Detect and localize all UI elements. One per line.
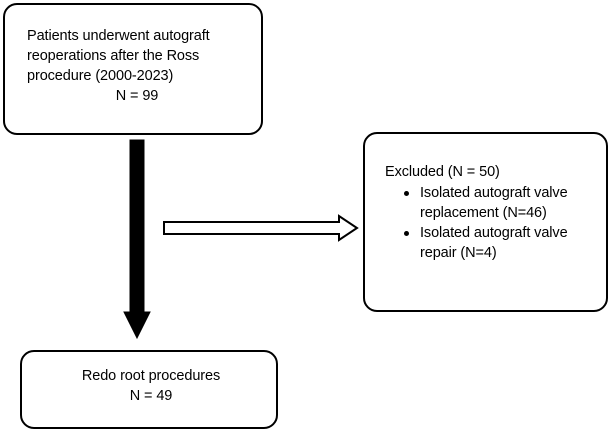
arrow-enrolled-to-redo bbox=[123, 139, 151, 340]
node-excluded-title: Excluded (N = 50) bbox=[385, 164, 500, 180]
arrow-down-shape bbox=[123, 139, 151, 340]
list-item-label: Isolated autograft valve replacement (N=… bbox=[420, 185, 568, 221]
node-enrolled-patients: Patients underwent autograft reoperation… bbox=[3, 3, 263, 135]
node-enrolled-count: N = 99 bbox=[115, 88, 159, 104]
list-item: Isolated autograft valve replacement (N=… bbox=[403, 183, 599, 223]
node-redo-root-procedures: Redo root procedures N = 49 bbox=[20, 350, 278, 429]
list-item: Isolated autograft valve repair (N=4) bbox=[403, 223, 599, 263]
node-excluded: Excluded (N = 50) Isolated autograft val… bbox=[363, 132, 608, 312]
node-redo-count: N = 49 bbox=[129, 388, 173, 404]
arrow-right-shape bbox=[163, 214, 359, 242]
node-enrolled-description: Patients underwent autograft reoperation… bbox=[27, 28, 210, 84]
arrow-enrolled-to-excluded bbox=[163, 214, 359, 242]
bullet-icon bbox=[404, 231, 409, 236]
bullet-icon bbox=[404, 191, 409, 196]
list-item-label: Isolated autograft valve repair (N=4) bbox=[420, 225, 568, 261]
node-excluded-reason-list: Isolated autograft valve replacement (N=… bbox=[403, 183, 599, 263]
node-redo-title: Redo root procedures bbox=[81, 368, 221, 384]
